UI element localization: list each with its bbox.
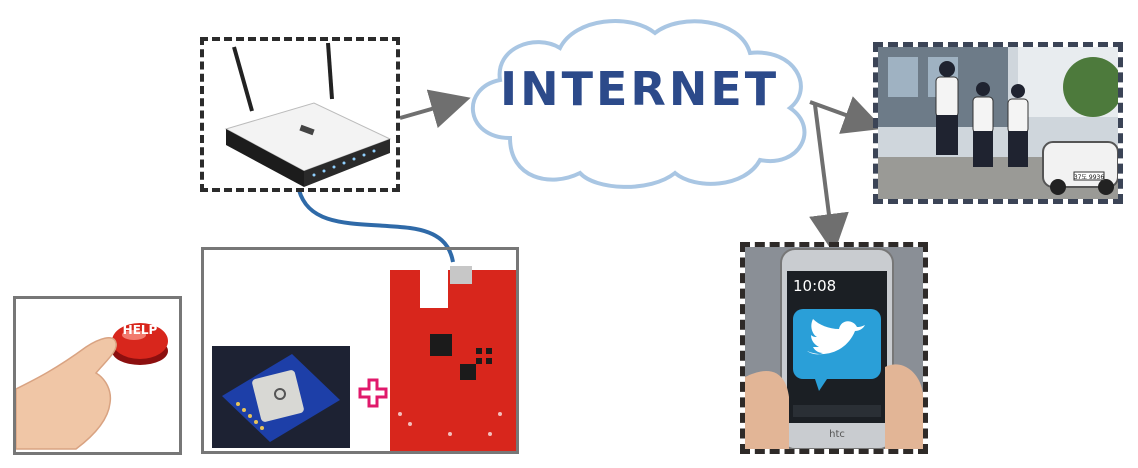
- police-officers-icon: 37도 9936: [878, 47, 1118, 199]
- internet-to-police-arrow: [809, 96, 884, 134]
- car-plate: 37도 9936: [1074, 174, 1105, 181]
- gps-module-icon: [212, 346, 350, 448]
- help-button-frame: HELP: [13, 296, 182, 455]
- phone-brand: htc: [829, 429, 845, 440]
- hand-icon: [16, 337, 117, 450]
- twitter-icon: [793, 309, 881, 391]
- hardware-frame: [201, 247, 519, 454]
- router-frame: [200, 37, 400, 192]
- svg-text:HELP: HELP: [123, 323, 158, 337]
- router-to-internet-arrow: [399, 89, 471, 129]
- router-icon: [224, 42, 392, 187]
- router-cable: [297, 189, 455, 263]
- smartphone-icon: 10:08 htc: [745, 247, 923, 449]
- police-photo-frame: 37도 9936: [873, 42, 1123, 204]
- smartphone-frame: 10:08 htc: [740, 242, 928, 454]
- help-scene: HELP: [16, 323, 168, 450]
- plus-sign-icon: [358, 378, 388, 408]
- wifi-board-icon: [390, 266, 516, 451]
- internet-to-phone-arrow: [809, 104, 849, 254]
- phone-clock: 10:08: [793, 277, 836, 295]
- internet-label: INTERNET: [500, 62, 780, 116]
- internet-cloud: [471, 19, 807, 189]
- help-button-icon: HELP: [112, 323, 168, 365]
